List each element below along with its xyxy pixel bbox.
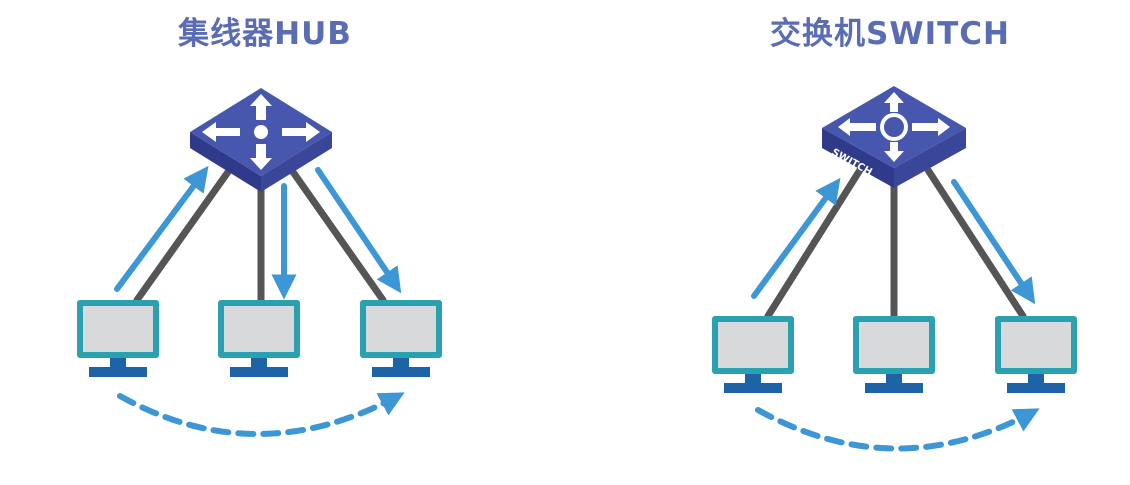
switch-cables xyxy=(764,166,1027,320)
hub-device-icon xyxy=(190,88,332,192)
hub-cable-right xyxy=(289,168,387,304)
hub-arrow-up xyxy=(114,165,209,292)
switch-arrow-up xyxy=(751,177,841,299)
hub-monitor-left-icon xyxy=(77,300,159,377)
switch-flow-arrows xyxy=(751,177,1040,452)
hub-title: 集线器HUB xyxy=(178,16,352,52)
switch-monitor-middle-icon xyxy=(853,316,935,393)
switch-arrows-icon xyxy=(838,92,950,162)
hub-cable-left xyxy=(133,168,232,304)
hub-dashed-arrow xyxy=(117,392,405,437)
hub-cables xyxy=(133,168,387,304)
switch-monitor-left-icon xyxy=(712,316,794,393)
hub-arrows-icon xyxy=(202,94,320,170)
switch-diagram: SWITCH xyxy=(712,86,1077,452)
switch-arrow-down-right xyxy=(951,179,1036,305)
hub-monitor-right-icon xyxy=(360,300,442,377)
switch-cable-right xyxy=(924,166,1027,320)
switch-device-icon: SWITCH xyxy=(822,86,966,188)
switch-title: 交换机SWITCH xyxy=(770,16,1010,52)
switch-dashed-arrow xyxy=(755,407,1040,452)
hub-arrow-down-right xyxy=(315,167,402,294)
switch-monitor-right-icon xyxy=(995,316,1077,393)
hub-flow-arrows xyxy=(114,165,405,437)
hub-diagram xyxy=(77,88,442,437)
hub-monitor-middle-icon xyxy=(218,300,300,377)
switch-cable-left xyxy=(764,166,864,320)
